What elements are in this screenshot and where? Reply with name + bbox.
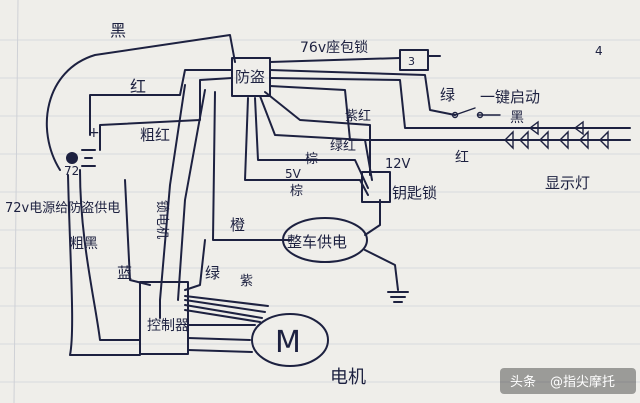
wire-black-right [269,77,631,129]
label-brown-1: 棕 [305,152,318,167]
wire-hall-1 [184,299,266,313]
label-anti-theft: 防盗 [235,68,265,86]
label-plus: + [88,125,100,141]
label-box-3: 3 [408,55,415,68]
whole-vehicle-power-ellipse [282,217,368,263]
controller-box [139,281,189,355]
label-one-key-start: 一键启动 [480,88,540,106]
label-green-2: 绿 [205,264,220,282]
wire-blue [124,179,151,286]
label-green: 绿 [440,86,455,104]
label-controller: 控制器 [147,318,189,334]
label-page-mark: 4 [595,44,603,58]
wires [45,34,631,356]
label-black-right: 黑 [510,110,524,126]
display-lamps [504,120,609,150]
wire-lock-machine-2 [177,89,206,301]
wire-motor-3 [187,349,253,353]
watermark-bg [500,368,636,394]
watermark-brand: 头条 [510,374,536,390]
wire-hall-4 [184,295,269,307]
wire-black-outer [45,34,236,171]
label-coarse-black: 粗黑 [70,236,98,252]
label-battery-72: 72 [64,164,79,178]
label-orange: 橙 [230,216,245,234]
ground-symbol [387,291,409,303]
wire-coarse-black [79,169,141,341]
battery-symbol [66,149,96,167]
label-display-lamp: 显示灯 [545,174,590,192]
label-purple-red: 紫红 [345,108,371,124]
wire-72v-supply [67,174,141,356]
wire-green [269,69,456,116]
label-coarse-red: 粗红 [140,126,170,144]
wire-red-lamp [269,85,631,141]
label-72v-supply: 72v电源给防盗供电 [5,200,120,216]
wire-red [89,69,233,136]
label-red-left: 红 [130,77,146,96]
wire-motor-2 [187,337,251,341]
label-purple: 紫 [240,274,253,289]
label-red-lamp: 红 [455,150,469,166]
label-v12-lock: 12V [385,157,411,172]
wire-key-to-power [364,199,381,236]
label-motor-symbol: M [275,325,301,360]
labels: 黑 红 防盗 76v座包锁 3 4 绿 一键启动 黑 粗红 紫红 绿红 棕 12… [5,21,603,388]
start-switch [454,107,501,116]
key-lock-box [361,171,391,203]
wire-hall-2 [184,304,263,319]
wire-seat-lock [269,57,401,63]
switch-contact-2 [476,111,484,119]
label-green-red: 绿红 [330,138,356,154]
watermark-handle: @指尖摩托 [550,374,615,390]
switch-contact-1 [451,111,459,119]
wire-ground [364,249,399,291]
label-5v: 5V [285,167,302,181]
wire-hall-3 [184,309,261,323]
label-lock-machine: 锁电机 [154,200,170,239]
wire-green-red [259,95,373,181]
label-seat-lock-76v: 76v座包锁 [300,40,368,56]
anti-theft-box [231,57,271,97]
wire-brown-5v [244,97,369,196]
label-whole-vehicle-power: 整车供电 [287,233,347,251]
watermark: 头条 @指尖摩托 [500,368,636,394]
label-motor: 电机 [330,367,366,388]
wire-green-controller [184,239,206,291]
wire-lock-machine-1 [159,84,186,319]
wire-orange [212,91,291,241]
label-brown-2: 棕 [290,184,303,199]
label-blue: 蓝 [117,264,132,282]
seat-lock-box [399,49,429,71]
wire-purple-red [264,91,371,176]
motor-ellipse [251,313,329,367]
label-key-lock: 钥匙锁 [392,184,437,202]
label-black-top: 黑 [110,21,126,40]
